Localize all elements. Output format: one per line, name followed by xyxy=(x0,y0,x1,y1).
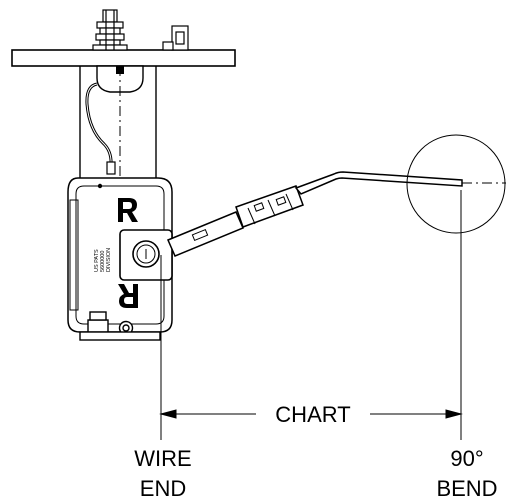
wire-end-label-line2: END xyxy=(140,476,186,501)
dimension-label: CHART xyxy=(275,402,350,427)
logo-top xyxy=(118,198,138,222)
dimension-line xyxy=(159,409,463,419)
lead-wire xyxy=(85,82,113,167)
marking-line2: 5600000 xyxy=(100,251,106,272)
housing-screw xyxy=(97,183,103,189)
stem-tube xyxy=(79,66,157,178)
pivot-block xyxy=(119,229,173,281)
logo-bottom xyxy=(118,284,138,308)
grommet xyxy=(96,65,144,93)
float-arm xyxy=(167,171,463,257)
wire-connector xyxy=(106,161,116,175)
float-ball xyxy=(406,134,506,234)
bend-label-line2: BEND xyxy=(436,476,497,501)
bend-label-line1: 90° xyxy=(450,446,483,471)
spade-terminal xyxy=(162,25,189,51)
arrowhead-right xyxy=(445,409,463,419)
wire-end-label-line1: WIRE xyxy=(134,446,191,471)
marking-line3: DIVISION xyxy=(106,248,112,272)
bottom-mount xyxy=(79,311,161,341)
terminal-stud xyxy=(92,9,128,51)
arrowhead-left xyxy=(159,409,177,419)
mounting-flange xyxy=(11,49,236,67)
marking-line1: US PATS xyxy=(94,249,100,272)
body-marking: US PATS 5600000 DIVISION xyxy=(94,248,112,272)
